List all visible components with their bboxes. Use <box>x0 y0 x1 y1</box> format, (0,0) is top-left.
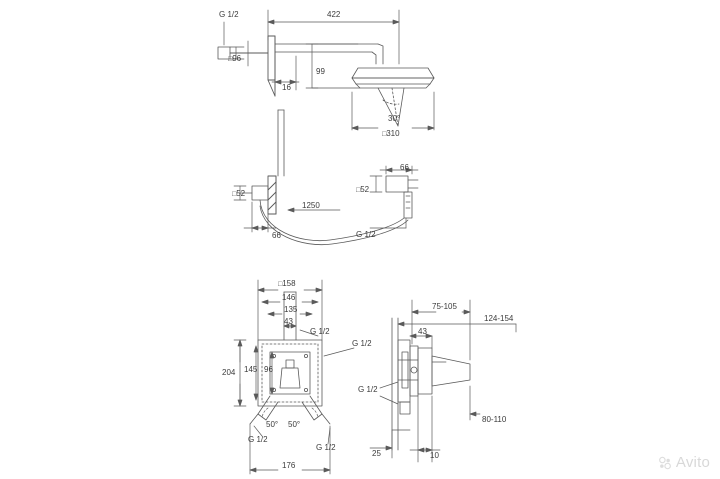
label-thread-box-top: G 1/2 <box>310 327 330 336</box>
label-thread-bottom-right: G 1/2 <box>316 443 336 452</box>
label-52-right: □52 <box>356 185 370 195</box>
dim-99 <box>305 43 361 89</box>
label-52-left: □52 <box>232 189 246 199</box>
avito-logo-mark <box>658 456 672 470</box>
dim-66-right <box>379 165 419 175</box>
dim-80-110 <box>469 385 481 421</box>
hand-shower-holder <box>385 175 419 219</box>
dim-310 <box>351 91 435 131</box>
dim-176 <box>249 423 331 475</box>
dim-145 <box>253 345 259 401</box>
label-angle-30: 30° <box>388 114 401 123</box>
label-66-right: 66 <box>400 163 409 172</box>
label-hose-length: 1250 <box>302 201 320 210</box>
dim-146 <box>261 299 319 305</box>
label-box-height: □96 <box>228 54 242 64</box>
dim-96-box <box>269 351 275 395</box>
shower-head <box>351 67 435 127</box>
shower-hose <box>259 199 409 246</box>
dim-66-left <box>243 201 277 233</box>
label-angle-left: 50° <box>266 420 279 429</box>
label-angle-right: 50° <box>288 420 301 429</box>
watermark-text: Avito <box>675 454 710 471</box>
label-176: 176 <box>282 461 296 470</box>
vertical-pipe <box>277 109 285 177</box>
mixer-trim <box>391 317 471 451</box>
outlet-elbow-left <box>251 185 269 201</box>
label-thread-mid: G 1/2 <box>356 230 376 239</box>
label-25: 25 <box>372 449 381 458</box>
label-thread-top: G 1/2 <box>219 10 239 19</box>
dim-96 <box>229 40 249 67</box>
label-head-size: □310 <box>382 129 400 139</box>
label-145: 145 <box>244 365 258 374</box>
label-43-trim: 43 <box>418 327 427 336</box>
wall-plate-middle <box>267 175 277 215</box>
dim-52-left <box>233 185 247 201</box>
dim-1250 <box>287 207 341 213</box>
dim-g12-box-right <box>323 347 355 357</box>
dim-135 <box>267 311 313 317</box>
label-135: 135 <box>284 305 298 314</box>
dim-52-right <box>369 175 383 193</box>
shower-arm <box>274 43 384 65</box>
label-96-box: 96 <box>264 365 273 374</box>
label-thread-box-right: G 1/2 <box>352 339 372 348</box>
dim-g12-box-top <box>299 329 319 337</box>
label-arm-length: 422 <box>327 10 341 19</box>
label-10: 10 <box>430 451 439 460</box>
label-158: □158 <box>278 279 296 289</box>
dim-g12-trim <box>379 381 399 405</box>
watermark: Avito <box>658 454 710 471</box>
label-43-box: 43 <box>284 317 293 326</box>
label-204: 204 <box>222 368 236 377</box>
label-offset-16: 16 <box>282 83 291 92</box>
dim-124-154 <box>397 321 517 333</box>
label-thread-bottom-left: G 1/2 <box>248 435 268 444</box>
dim-10 <box>409 395 441 463</box>
dim-158 <box>257 279 323 341</box>
label-146: 146 <box>282 293 296 302</box>
label-75-105: 75-105 <box>432 302 457 311</box>
dim-g12-bottom-left <box>253 425 263 437</box>
dim-204 <box>233 339 247 407</box>
label-124-154: 124-154 <box>484 314 514 323</box>
dim-422 <box>267 9 400 65</box>
dim-43-box <box>283 323 297 329</box>
dim-25 <box>369 429 393 459</box>
dim-g12-mid <box>369 217 407 229</box>
label-66-left: 66 <box>272 231 281 240</box>
dim-angles <box>261 407 319 419</box>
label-80-110: 80-110 <box>482 415 507 424</box>
dim-16 <box>271 55 300 91</box>
label-thread-trim: G 1/2 <box>358 385 378 394</box>
rough-in-body <box>249 291 331 425</box>
label-drop-99: 99 <box>316 67 325 76</box>
dim-43-trim <box>409 333 433 349</box>
wall-plate-top <box>267 35 276 97</box>
